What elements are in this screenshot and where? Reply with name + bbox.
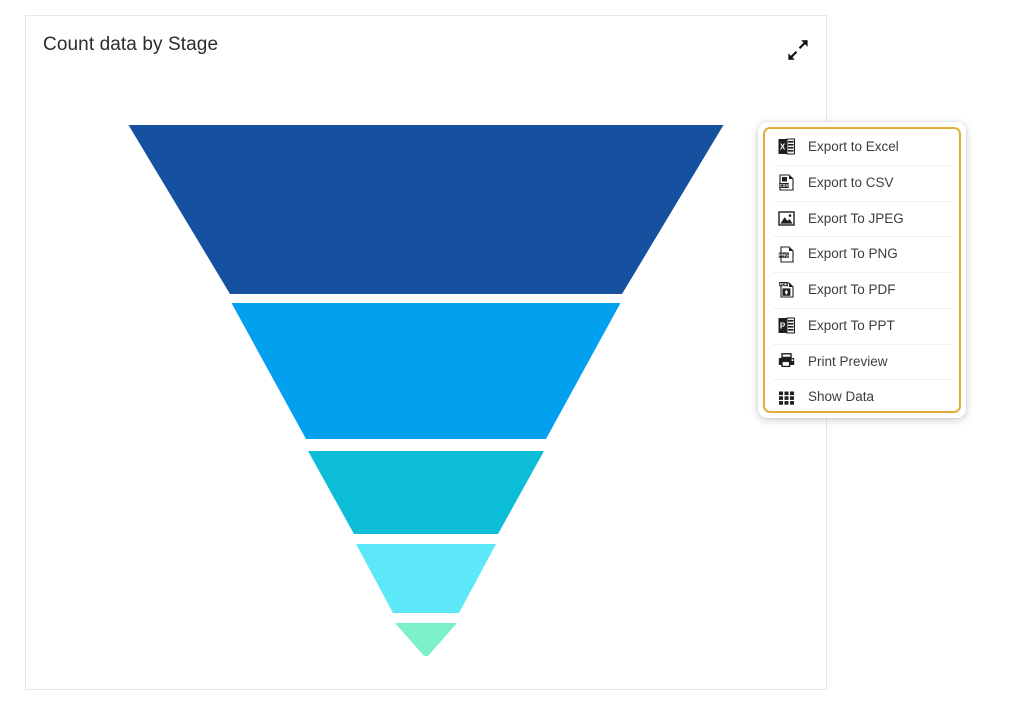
menu-item-label: Export to Excel: [808, 139, 899, 155]
funnel-chart: [26, 16, 826, 689]
svg-text:P: P: [779, 322, 785, 331]
menu-item-label: Show Data: [808, 389, 875, 405]
csv-file-icon: CSV: [777, 174, 795, 192]
excel-file-icon: X: [777, 138, 795, 156]
page-title: Count data by Stage: [43, 34, 219, 55]
funnel-segment-5[interactable]: [395, 623, 457, 656]
menu-item-label: Export To JPEG: [808, 210, 904, 226]
export-menu: X Export to Excel CSV Export to CSV: [758, 122, 966, 418]
chart-card: Count data by Stage: [25, 15, 827, 690]
menu-item-label: Print Preview: [808, 353, 888, 369]
image-file-icon: [777, 209, 795, 227]
menu-item-export-png[interactable]: PNG Export To PNG: [765, 236, 959, 272]
svg-text:PDF: PDF: [779, 283, 787, 287]
expand-diagonal-glyph: [788, 40, 808, 60]
menu-item-export-pdf[interactable]: PDF Export To PDF: [765, 272, 959, 308]
menu-item-export-jpeg[interactable]: Export To JPEG: [765, 200, 959, 237]
funnel-svg: [128, 125, 724, 656]
menu-item-label: Export to CSV: [808, 174, 894, 190]
powerpoint-file-icon: P: [777, 317, 795, 335]
pdf-file-icon: PDF: [777, 281, 795, 299]
svg-text:CSV: CSV: [779, 183, 788, 188]
png-file-icon: PNG: [777, 245, 795, 263]
menu-item-export-excel[interactable]: X Export to Excel: [765, 129, 959, 165]
grid-icon: [777, 388, 795, 406]
funnel-segment-1[interactable]: [128, 125, 724, 294]
printer-icon: [777, 352, 795, 370]
menu-item-print-preview[interactable]: Print Preview: [765, 343, 959, 380]
expand-diagonal-icon[interactable]: [781, 33, 815, 67]
funnel-segment-2[interactable]: [231, 303, 621, 439]
menu-item-label: Export To PNG: [808, 246, 898, 262]
menu-item-label: Export To PDF: [808, 282, 896, 298]
svg-text:X: X: [779, 143, 785, 152]
menu-item-label: Export To PPT: [808, 317, 895, 333]
menu-item-show-data[interactable]: Show Data: [765, 379, 959, 411]
funnel-segment-4[interactable]: [356, 544, 496, 613]
menu-item-export-csv[interactable]: CSV Export to CSV: [765, 164, 959, 201]
funnel-segment-3[interactable]: [308, 451, 544, 534]
svg-text:PNG: PNG: [779, 252, 789, 257]
menu-item-export-ppt[interactable]: P Export To PPT: [765, 307, 959, 344]
export-menu-inner: X Export to Excel CSV Export to CSV: [763, 127, 961, 413]
